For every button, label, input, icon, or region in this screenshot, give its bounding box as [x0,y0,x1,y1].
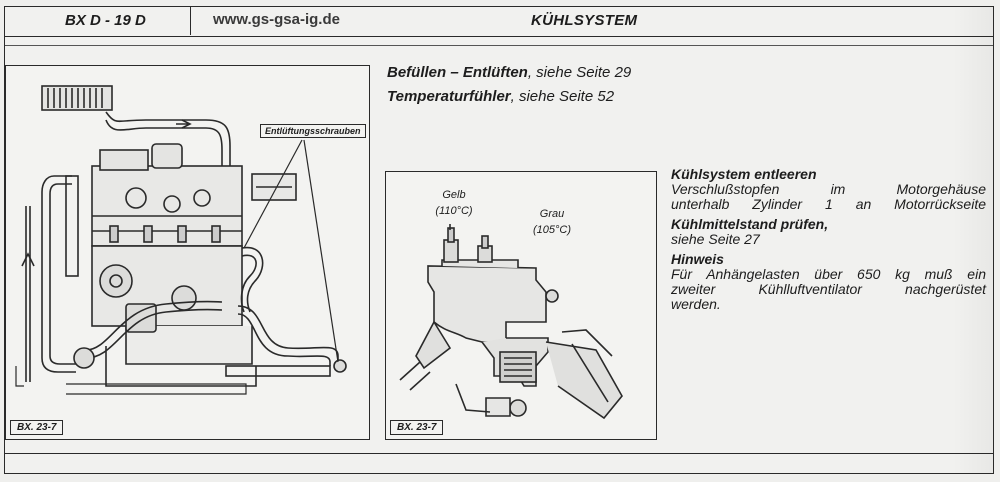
thermostat-housing-drawing [399,224,623,420]
cooling-notes: Kühlsystem entleeren Verschlußstopfen im… [671,167,986,312]
website-url: www.gs-gsa-ig.de [213,11,340,28]
page-title: KÜHLSYSTEM [531,12,638,29]
coolant-level-heading: Kühlmittelstand prüfen, [671,216,829,232]
hint-heading: Hinweis [671,251,724,267]
drain-heading: Kühlsystem entleeren [671,166,817,182]
bleed-screws-callout: Entlüftungsschrauben [260,124,366,138]
footer-rule [5,453,993,454]
reference-temperature-sensor: Temperaturfühler, siehe Seite 52 [387,88,615,105]
header-rule [5,45,993,46]
drain-text-line: unterhalb Zylinder 1 an Motorrückseite [671,196,986,212]
reference-fill-bleed: Befüllen – Entlüften, siehe Seite 29 [387,64,632,81]
yellow-sensor-temp: (110°C) [435,205,473,217]
grey-sensor-temp: (105°C) [532,224,572,236]
manual-page: BX D - 19 D www.gs-gsa-ig.de KÜHLSYSTEM [4,6,994,474]
hint-text-line: werden. [671,296,721,312]
model-designation: BX D - 19 D [5,7,191,35]
figure-reference-label: BX. 23-7 [390,420,444,435]
hint-text-line: Für Anhängelasten über 650 kg muß ein [671,266,986,282]
hint-text-line: zweiter Kühlluftventilator nachgerüstet [671,281,986,297]
thermostat-sensor-figure: Gelb (110°C) Grau (105°C) BX. 23-7 [385,171,657,440]
grey-sensor-name: Grau [539,208,565,220]
drain-text-line: Verschlußstopfen im Motorgehäuse [671,181,986,197]
page-header: BX D - 19 D www.gs-gsa-ig.de KÜHLSYSTEM [5,7,993,37]
engine-drawing [15,85,347,395]
coolant-level-text: siehe Seite 27 [671,231,760,247]
figure-reference-label: BX. 23-7 [10,420,64,435]
yellow-sensor-name: Gelb [442,189,466,201]
page-references: Befüllen – Entlüften, siehe Seite 29 Tem… [387,61,631,109]
engine-cooling-figure: Entlüftungsschrauben BX. 23-7 [5,65,370,440]
